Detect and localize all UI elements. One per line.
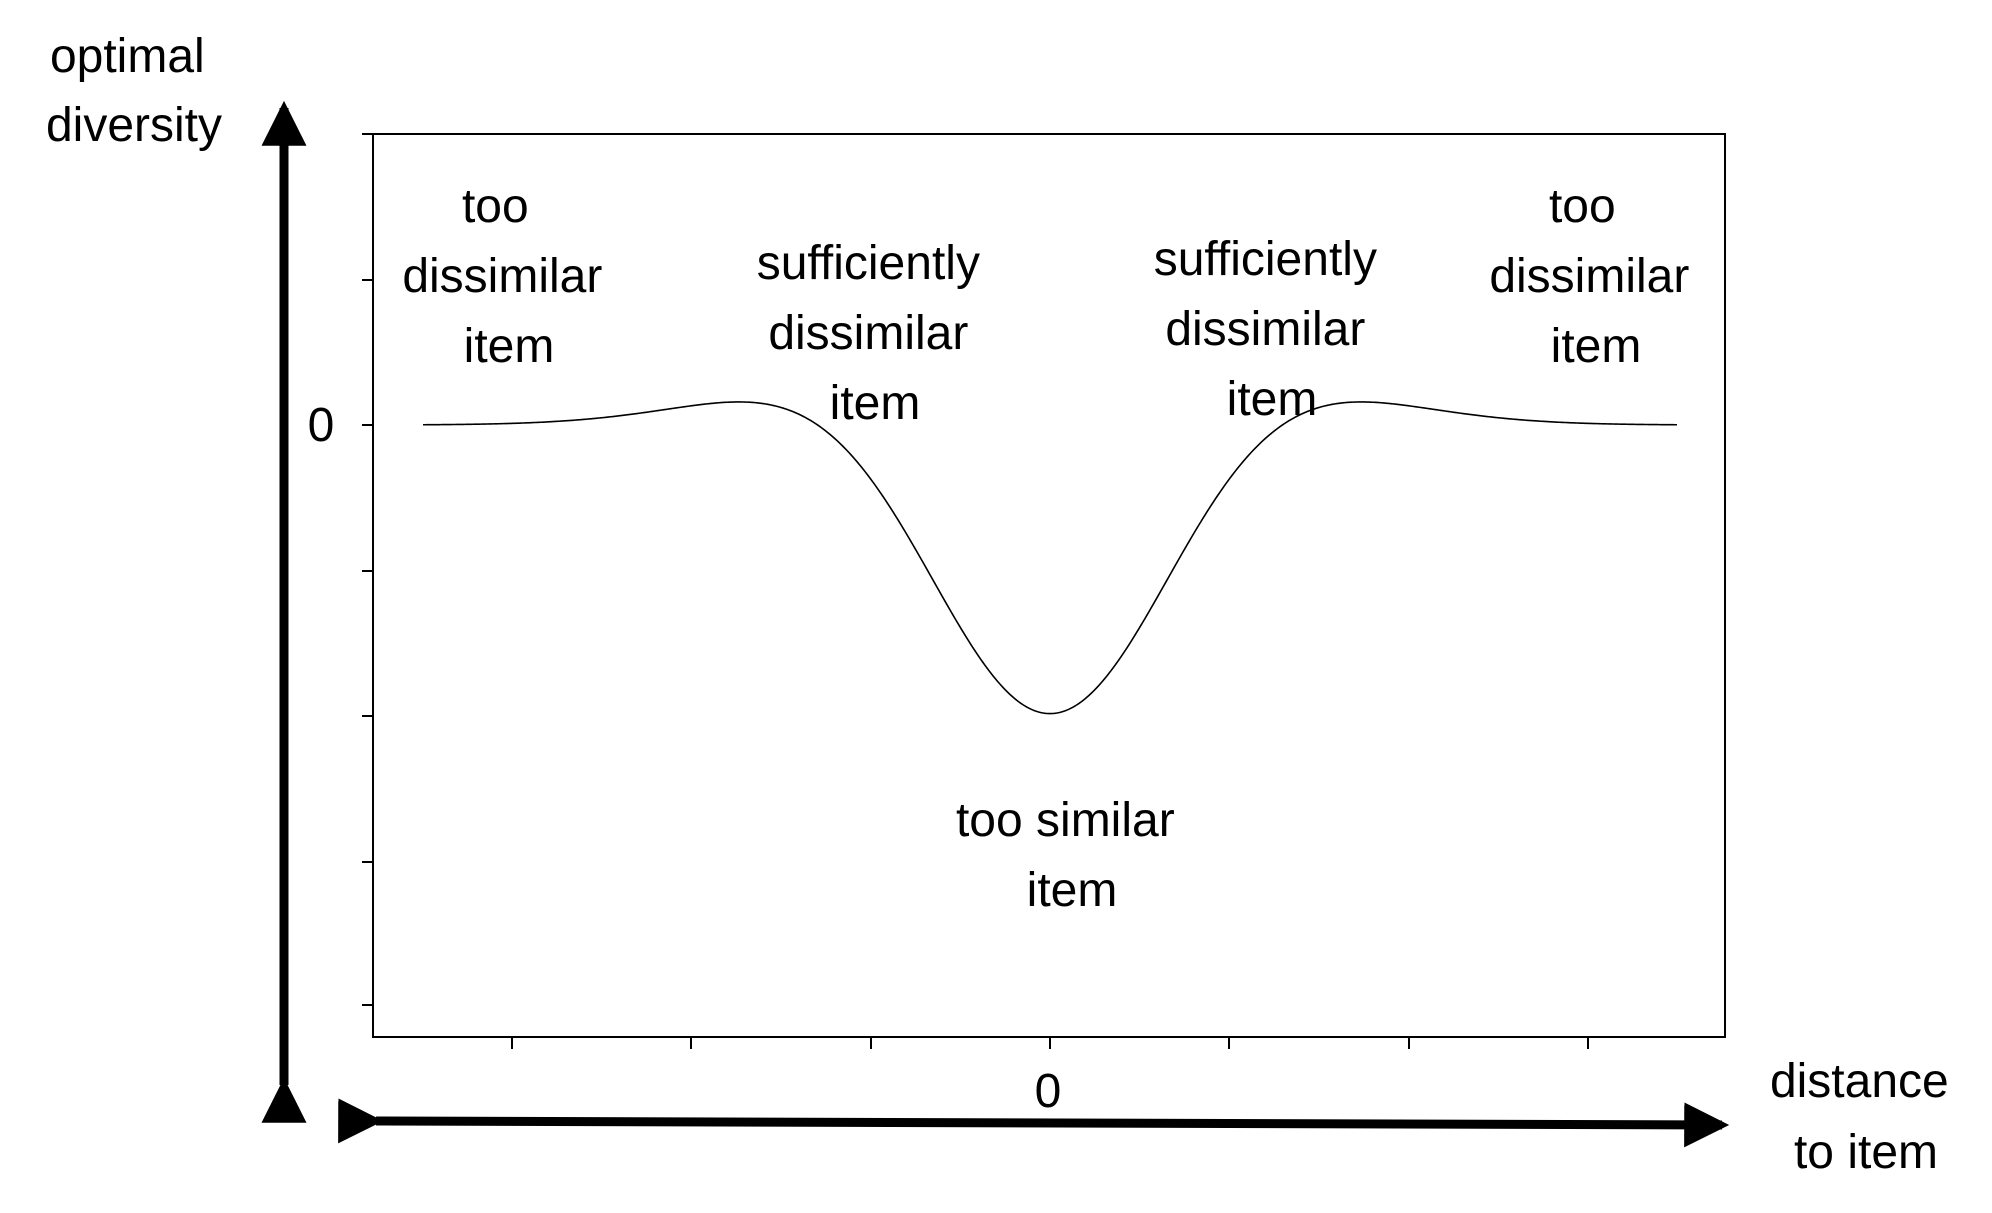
y-zero-label: 0 bbox=[308, 399, 335, 452]
diversity-curve bbox=[422, 401, 1678, 715]
x-axis-title: distance to item bbox=[1770, 1055, 1962, 1179]
x-zero-label: 0 bbox=[1035, 1065, 1062, 1118]
x-axis-title-line: distance bbox=[1770, 1055, 1949, 1108]
y-axis-ticks bbox=[362, 133, 373, 1006]
x-axis-arrow bbox=[338, 1098, 1730, 1148]
region-label-too-dissimilar-left: too dissimilar item bbox=[402, 180, 615, 373]
region-label-too-similar: too similar item bbox=[956, 794, 1188, 917]
y-axis-title-line: optimal bbox=[50, 30, 205, 83]
y-axis-title-line: diversity bbox=[46, 99, 222, 152]
region-label-sufficiently-dissimilar-right: sufficiently dissimilar item bbox=[1154, 233, 1391, 426]
region-label-too-dissimilar-right: too dissimilar item bbox=[1489, 180, 1702, 373]
region-label-sufficiently-dissimilar-left: sufficiently dissimilar item bbox=[757, 237, 994, 430]
x-axis-ticks bbox=[511, 1037, 1589, 1049]
x-axis-title-line: to item bbox=[1794, 1126, 1938, 1179]
y-axis-title: optimal diversity bbox=[46, 30, 222, 152]
